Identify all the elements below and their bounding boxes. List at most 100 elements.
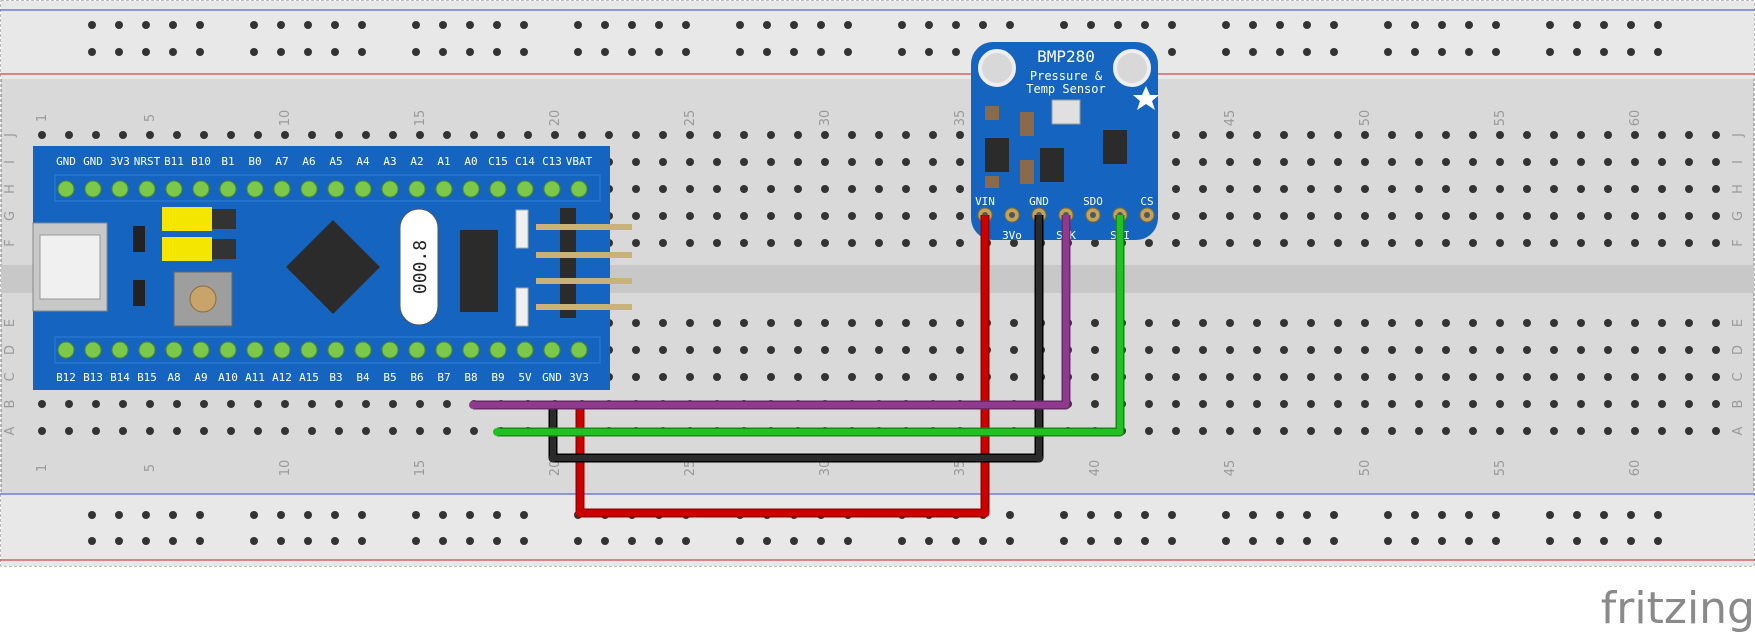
terminal-hole[interactable] — [1550, 212, 1558, 220]
terminal-hole[interactable] — [902, 131, 910, 139]
terminal-hole[interactable] — [1307, 373, 1315, 381]
terminal-hole[interactable] — [1172, 346, 1180, 354]
rail-hole[interactable] — [898, 537, 906, 545]
terminal-hole[interactable] — [1469, 158, 1477, 166]
board-pin[interactable] — [489, 341, 507, 359]
terminal-hole[interactable] — [1496, 400, 1504, 408]
terminal-hole[interactable] — [335, 131, 343, 139]
terminal-hole[interactable] — [1307, 185, 1315, 193]
terminal-hole[interactable] — [1496, 319, 1504, 327]
terminal-hole[interactable] — [1010, 239, 1018, 247]
terminal-hole[interactable] — [1604, 373, 1612, 381]
terminal-hole[interactable] — [632, 346, 640, 354]
rail-hole[interactable] — [466, 48, 474, 56]
rail-hole[interactable] — [1222, 21, 1230, 29]
rail-hole[interactable] — [1141, 21, 1149, 29]
terminal-hole[interactable] — [686, 346, 694, 354]
rail-hole[interactable] — [277, 21, 285, 29]
terminal-hole[interactable] — [1604, 131, 1612, 139]
terminal-hole[interactable] — [1577, 373, 1585, 381]
terminal-hole[interactable] — [1550, 400, 1558, 408]
terminal-hole[interactable] — [632, 185, 640, 193]
terminal-hole[interactable] — [1658, 373, 1666, 381]
terminal-hole[interactable] — [1496, 185, 1504, 193]
terminal-hole[interactable] — [659, 212, 667, 220]
terminal-hole[interactable] — [659, 158, 667, 166]
terminal-hole[interactable] — [1604, 212, 1612, 220]
terminal-hole[interactable] — [1496, 427, 1504, 435]
rail-hole[interactable] — [439, 537, 447, 545]
terminal-hole[interactable] — [1334, 427, 1342, 435]
terminal-hole[interactable] — [1145, 346, 1153, 354]
rail-hole[interactable] — [952, 48, 960, 56]
terminal-hole[interactable] — [146, 131, 154, 139]
board-pin[interactable] — [57, 180, 75, 198]
terminal-hole[interactable] — [1199, 373, 1207, 381]
terminal-hole[interactable] — [1631, 373, 1639, 381]
terminal-hole[interactable] — [1199, 427, 1207, 435]
terminal-hole[interactable] — [1361, 373, 1369, 381]
terminal-hole[interactable] — [1280, 185, 1288, 193]
rail-hole[interactable] — [1438, 511, 1446, 519]
terminal-hole[interactable] — [713, 319, 721, 327]
board-pin[interactable] — [354, 180, 372, 198]
board-pin[interactable] — [543, 341, 561, 359]
terminal-hole[interactable] — [875, 158, 883, 166]
rail-hole[interactable] — [412, 21, 420, 29]
terminal-hole[interactable] — [1145, 373, 1153, 381]
terminal-hole[interactable] — [821, 373, 829, 381]
rail-hole[interactable] — [1411, 21, 1419, 29]
terminal-hole[interactable] — [1631, 131, 1639, 139]
terminal-hole[interactable] — [200, 427, 208, 435]
terminal-hole[interactable] — [848, 319, 856, 327]
rail-hole[interactable] — [601, 21, 609, 29]
terminal-hole[interactable] — [1226, 373, 1234, 381]
rail-hole[interactable] — [1276, 511, 1284, 519]
rail-hole[interactable] — [1303, 48, 1311, 56]
terminal-hole[interactable] — [1631, 239, 1639, 247]
terminal-hole[interactable] — [1550, 185, 1558, 193]
terminal-hole[interactable] — [1658, 319, 1666, 327]
rail-hole[interactable] — [655, 48, 663, 56]
rail-hole[interactable] — [1276, 537, 1284, 545]
rail-hole[interactable] — [1546, 511, 1554, 519]
terminal-hole[interactable] — [1334, 239, 1342, 247]
terminal-hole[interactable] — [1415, 319, 1423, 327]
board-pin[interactable] — [111, 341, 129, 359]
board-pin[interactable] — [84, 180, 102, 198]
terminal-hole[interactable] — [1415, 212, 1423, 220]
rail-hole[interactable] — [1600, 48, 1608, 56]
rail-hole[interactable] — [1654, 21, 1662, 29]
rail-hole[interactable] — [844, 21, 852, 29]
terminal-hole[interactable] — [767, 373, 775, 381]
terminal-hole[interactable] — [1334, 373, 1342, 381]
terminal-hole[interactable] — [848, 158, 856, 166]
terminal-hole[interactable] — [1334, 131, 1342, 139]
terminal-hole[interactable] — [416, 400, 424, 408]
terminal-hole[interactable] — [1199, 346, 1207, 354]
terminal-hole[interactable] — [1415, 373, 1423, 381]
rail-hole[interactable] — [493, 511, 501, 519]
terminal-hole[interactable] — [821, 158, 829, 166]
terminal-hole[interactable] — [1577, 185, 1585, 193]
rail-hole[interactable] — [628, 21, 636, 29]
rail-hole[interactable] — [115, 48, 123, 56]
terminal-hole[interactable] — [848, 346, 856, 354]
rail-hole[interactable] — [331, 537, 339, 545]
terminal-hole[interactable] — [794, 373, 802, 381]
terminal-hole[interactable] — [767, 212, 775, 220]
rail-hole[interactable] — [304, 48, 312, 56]
terminal-hole[interactable] — [362, 131, 370, 139]
rail-hole[interactable] — [1546, 21, 1554, 29]
rail-hole[interactable] — [439, 48, 447, 56]
terminal-hole[interactable] — [1415, 131, 1423, 139]
terminal-hole[interactable] — [1712, 185, 1720, 193]
terminal-hole[interactable] — [524, 131, 532, 139]
terminal-hole[interactable] — [632, 212, 640, 220]
terminal-hole[interactable] — [1280, 239, 1288, 247]
terminal-hole[interactable] — [227, 131, 235, 139]
terminal-hole[interactable] — [659, 319, 667, 327]
terminal-hole[interactable] — [65, 427, 73, 435]
rail-hole[interactable] — [1654, 48, 1662, 56]
